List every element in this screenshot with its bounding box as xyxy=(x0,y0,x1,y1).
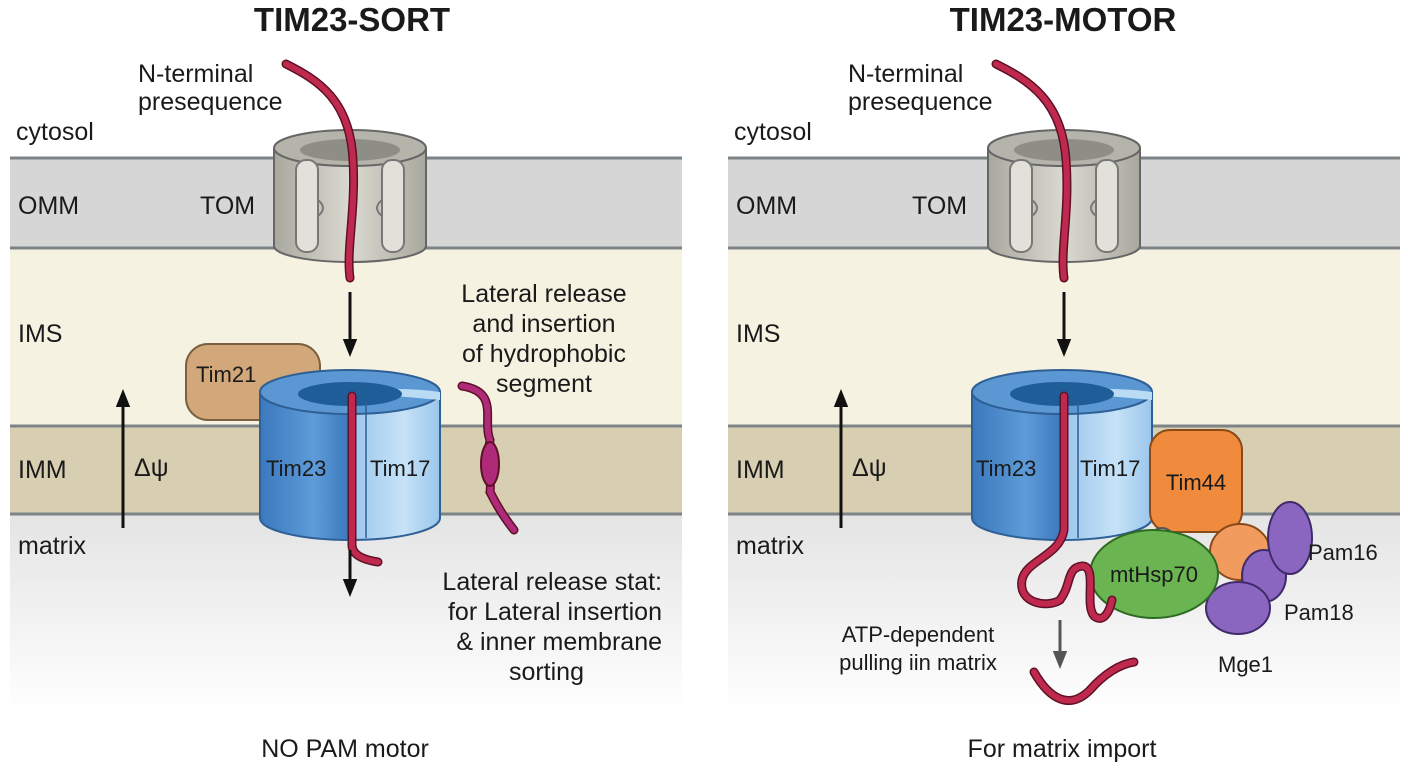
right-tim23-label: Tim23 xyxy=(976,456,1036,481)
left-tim23-label: Tim23 xyxy=(266,456,326,481)
right-tim23-channel xyxy=(971,369,1153,542)
pam18-label: Pam18 xyxy=(1284,600,1354,625)
tim21-label: Tim21 xyxy=(196,362,256,387)
atp-dependent-label: pulling iin matrix xyxy=(839,650,997,675)
left-imm-label: IMM xyxy=(18,456,67,484)
right-tim17-label: Tim17 xyxy=(1080,456,1140,481)
right-title: TIM23-MOTOR xyxy=(950,1,1177,38)
lateral-stat-line: sorting xyxy=(509,658,584,686)
right-tom-label: TOM xyxy=(912,192,967,220)
right-matrix-label: matrix xyxy=(736,532,805,560)
right-caption: For matrix import xyxy=(968,735,1157,763)
mge1-protein xyxy=(1205,581,1271,635)
lateral-release-line: and insertion xyxy=(472,310,615,338)
right-ims-label: IMS xyxy=(736,320,780,348)
right-presequence-label: presequence xyxy=(848,88,993,116)
right-imm-label: IMM xyxy=(736,456,785,484)
lateral-stat-line: for Lateral insertion xyxy=(448,598,662,626)
left-title: TIM23-SORT xyxy=(254,1,450,38)
tim44-label: Tim44 xyxy=(1166,470,1226,495)
atp-dependent-label: ATP-dependent xyxy=(842,622,994,647)
left-tim17-label: Tim17 xyxy=(370,456,430,481)
lateral-release-line: segment xyxy=(496,370,592,398)
mthsp70-label: mtHsp70 xyxy=(1110,562,1198,587)
left-matrix-band xyxy=(10,514,682,714)
left-cytosol-label: cytosol xyxy=(16,118,94,146)
left-caption: NO PAM motor xyxy=(261,735,429,763)
left-ims-label: IMS xyxy=(18,320,62,348)
mge1-label: Mge1 xyxy=(1218,652,1273,677)
lateral-release-line: Lateral release xyxy=(461,280,626,308)
left-omm-label: OMM xyxy=(18,192,79,220)
pam16-protein xyxy=(1267,501,1313,575)
lateral-stat-line: & inner membrane xyxy=(456,628,662,656)
right-panel: TIM23-MOTOR N-terminal presequence cytos… xyxy=(728,1,1400,763)
right-cytosol-label: cytosol xyxy=(734,118,812,146)
lateral-stat-line: Lateral release stat: xyxy=(442,568,662,596)
left-panel: TIM23-SORT N-terminal presequence cytoso… xyxy=(10,1,682,763)
lateral-release-line: of hydrophobic xyxy=(462,340,626,368)
left-delta-psi-label: Δψ xyxy=(134,454,169,482)
right-delta-psi-label: Δψ xyxy=(852,454,887,482)
left-tim23-channel xyxy=(259,369,441,542)
left-matrix-label: matrix xyxy=(18,532,87,560)
right-omm-label: OMM xyxy=(736,192,797,220)
left-presequence-label: presequence xyxy=(138,88,283,116)
pam16-label: Pam16 xyxy=(1308,540,1378,565)
tim44-protein xyxy=(1149,429,1243,533)
left-tom-label: TOM xyxy=(200,192,255,220)
right-presequence-label: N-terminal xyxy=(848,60,963,88)
left-presequence-label: N-terminal xyxy=(138,60,253,88)
